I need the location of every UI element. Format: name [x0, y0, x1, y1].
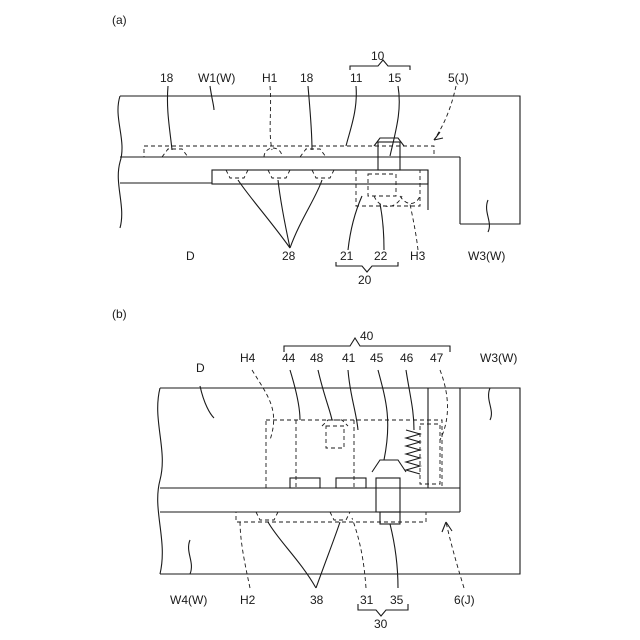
leader-31	[352, 518, 366, 588]
leader-w1	[210, 86, 214, 110]
component-47	[420, 424, 440, 484]
component-48-head	[322, 420, 348, 426]
label-h4: H4	[240, 351, 256, 365]
leader-5j	[434, 86, 456, 140]
label-44: 44	[282, 351, 296, 365]
label-18b: 18	[300, 71, 314, 85]
hole-h3	[374, 196, 402, 207]
fastener-28b	[268, 170, 290, 178]
leader-h4	[252, 370, 274, 440]
leader-6j	[446, 522, 464, 588]
panel-b: (b)	[112, 307, 520, 631]
leader-45	[378, 370, 388, 460]
leader-41	[348, 370, 358, 430]
label-6j: 6(J)	[454, 593, 475, 607]
fastener-38b	[330, 512, 350, 520]
label-20: 20	[358, 273, 372, 287]
label-w4: W4(W)	[170, 593, 207, 607]
leader-46	[406, 370, 414, 430]
component-35	[376, 478, 400, 512]
label-28: 28	[282, 249, 296, 263]
fastener-28a	[226, 170, 248, 178]
component-48	[326, 426, 344, 448]
break-line-left	[118, 96, 122, 228]
leader-28a	[238, 180, 290, 248]
label-h1: H1	[262, 71, 278, 85]
label-40: 40	[360, 329, 374, 343]
leader-44	[290, 370, 300, 420]
fastener-18a	[162, 149, 188, 157]
label-w3: W3(W)	[468, 249, 505, 263]
break-line-left-b	[158, 388, 163, 574]
component-22	[356, 170, 420, 206]
brace-20	[336, 262, 398, 272]
leader-h3	[410, 204, 418, 250]
label-11: 11	[350, 71, 363, 85]
label-h3: H3	[410, 249, 426, 263]
leader-d-b	[200, 386, 214, 418]
label-d-b: D	[196, 361, 205, 375]
label-21: 21	[340, 249, 354, 263]
label-48: 48	[310, 351, 324, 365]
leader-h2	[240, 520, 250, 588]
label-h2: H2	[240, 593, 256, 607]
component-22-inner	[368, 174, 396, 196]
leader-48	[318, 370, 332, 420]
label-31: 31	[360, 593, 374, 607]
panel-b-caption: (b)	[112, 307, 127, 321]
label-41: 41	[342, 351, 356, 365]
leader-35	[390, 524, 398, 588]
leader-38a	[268, 522, 316, 588]
label-10: 10	[371, 49, 385, 63]
component-35-tail	[380, 512, 400, 524]
break-line-w3-b	[489, 388, 492, 420]
spring-46	[406, 430, 420, 474]
label-18a: 18	[160, 71, 174, 85]
wall-outline-b	[160, 388, 520, 574]
arrow-5j	[434, 132, 443, 140]
panel-a: (a)	[112, 13, 520, 287]
leader-21	[348, 196, 362, 250]
break-line-w3	[487, 200, 490, 232]
panel-a-caption: (a)	[112, 13, 127, 27]
spring-hint	[400, 196, 420, 204]
label-47: 47	[430, 351, 444, 365]
leader-11	[346, 86, 356, 146]
break-line-w4-b	[189, 540, 192, 574]
leader-22	[380, 204, 384, 250]
leader-47	[440, 370, 448, 440]
fastener-38a	[256, 512, 278, 520]
label-5j: 5(J)	[448, 71, 469, 85]
leader-28b	[278, 180, 290, 248]
label-38: 38	[310, 593, 324, 607]
leader-28c	[290, 180, 322, 248]
leader-38b	[316, 522, 340, 588]
hole-h1	[264, 148, 282, 157]
block-41	[336, 478, 366, 488]
label-35: 35	[390, 593, 404, 607]
fastener-18b	[300, 149, 326, 157]
label-30: 30	[374, 617, 388, 631]
block-44	[290, 478, 320, 488]
label-w1: W1(W)	[198, 71, 235, 85]
label-22: 22	[374, 249, 388, 263]
fastener-28c	[312, 170, 334, 178]
label-45: 45	[370, 351, 384, 365]
label-w3-b: W3(W)	[480, 351, 517, 365]
label-46: 46	[400, 351, 414, 365]
label-d: D	[186, 249, 195, 263]
component-35-head	[372, 460, 406, 472]
label-15: 15	[388, 71, 402, 85]
